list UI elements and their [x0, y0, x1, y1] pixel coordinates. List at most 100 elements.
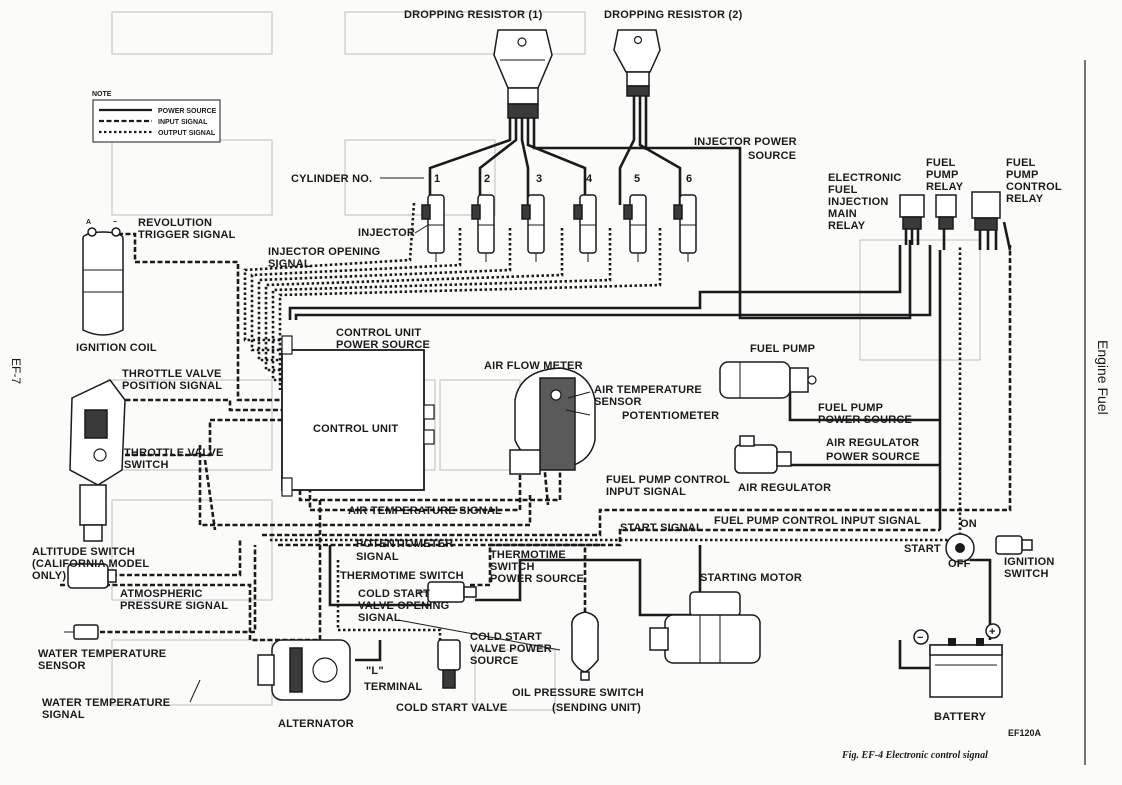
wiring — [60, 95, 1012, 670]
dropping-resistor-1 — [493, 29, 553, 119]
label-fuel-pump-relay-1: FUEL — [926, 157, 956, 169]
throttle-valve-switch — [69, 379, 126, 542]
label-tvp-1: THROTTLE VALVE — [122, 368, 222, 380]
label-fuel-pump-relay-2: PUMP — [926, 169, 959, 181]
label-starting-motor: STARTING MOTOR — [700, 572, 802, 584]
coil-a-label: A — [86, 219, 91, 226]
label-tt-power-2: SWITCH — [490, 561, 535, 573]
injector-6 — [673, 194, 697, 262]
label-fp-power-1: FUEL PUMP — [818, 402, 883, 414]
label-ign-off: OFF — [948, 558, 971, 570]
battery-minus-terminal — [913, 629, 929, 645]
label-fuel-pump: FUEL PUMP — [750, 343, 815, 355]
label-atmos-1: ATMOSPHERIC — [120, 588, 203, 600]
label-tvs-2: SWITCH — [124, 459, 169, 471]
label-altitude-1: ALTITUDE SWITCH — [32, 546, 135, 558]
label-oil-pressure-2: (SENDING UNIT) — [552, 702, 641, 714]
label-ar-power-1: AIR REGULATOR — [826, 437, 919, 449]
relays — [899, 191, 1012, 251]
label-tt-power-3: POWER SOURCE — [490, 573, 584, 585]
legend-title: NOTE — [92, 91, 112, 98]
injector-bank — [421, 194, 697, 262]
label-l-terminal-1: "L" — [366, 665, 384, 677]
label-pot-signal-1: POTENTIOMETER — [356, 538, 453, 550]
label-air-temp-sensor-2: SENSOR — [594, 396, 642, 408]
label-efi-4: MAIN — [828, 208, 857, 220]
label-ignition-switch-1: IGNITION — [1004, 556, 1055, 568]
label-cu-power-2: POWER SOURCE — [336, 339, 430, 351]
label-efi-5: RELAY — [828, 220, 866, 232]
label-battery: BATTERY — [934, 711, 987, 723]
ignition-coil: A − — [82, 219, 124, 336]
label-tt-power-1: THERMOTIME — [490, 549, 566, 561]
label-cs-power-1: COLD START — [470, 631, 542, 643]
label-dropping-resistor-1: DROPPING RESISTOR (1) — [404, 9, 543, 21]
label-fpc-input-2: FUEL PUMP CONTROL INPUT SIGNAL — [714, 515, 921, 527]
cylinder-num-4: 4 — [586, 173, 593, 185]
label-atmos-2: PRESSURE SIGNAL — [120, 600, 228, 612]
label-water-signal-1: WATER TEMPERATURE — [42, 697, 170, 709]
label-ign-start: START — [904, 543, 941, 555]
label-ignition-switch-2: SWITCH — [1004, 568, 1049, 580]
label-control-unit: CONTROL UNIT — [313, 423, 398, 435]
label-water-sensor-2: SENSOR — [38, 660, 86, 672]
label-fpc-relay-3: CONTROL — [1006, 181, 1062, 193]
leader-lines — [189, 177, 591, 703]
battery-minus-label: − — [917, 632, 924, 644]
label-water-sensor-1: WATER TEMPERATURE — [38, 648, 166, 660]
label-ign-on: ON — [960, 518, 977, 530]
label-injector-opening-2: SIGNAL — [268, 258, 311, 270]
fuel-pump-control-relay — [971, 191, 1012, 251]
label-fpc-relay-1: FUEL — [1006, 157, 1036, 169]
injector-5 — [623, 194, 647, 262]
label-revolution-2: TRIGGER SIGNAL — [138, 229, 236, 241]
injector-2 — [471, 194, 495, 262]
fuel-pump-relay — [935, 194, 957, 250]
legend-item-power: POWER SOURCE — [158, 108, 217, 115]
label-injector-opening-1: INJECTOR OPENING — [268, 246, 380, 258]
label-cold-start-valve: COLD START VALVE — [396, 702, 507, 714]
label-potentiometer: POTENTIOMETER — [622, 410, 719, 422]
control-unit-box — [281, 335, 435, 497]
label-alternator: ALTERNATOR — [278, 718, 354, 730]
label-air-temp-sensor-1: AIR TEMPERATURE — [594, 384, 702, 396]
label-water-signal-2: SIGNAL — [42, 709, 85, 721]
label-fp-power-2: POWER SOURCE — [818, 414, 912, 426]
label-cs-opening-3: SIGNAL — [358, 612, 401, 624]
label-ignition-coil: IGNITION COIL — [76, 342, 157, 354]
label-thermotime-switch: THERMOTIME SWITCH — [340, 570, 464, 582]
label-ar-power-2: POWER SOURCE — [826, 451, 920, 463]
label-pot-signal-2: SIGNAL — [356, 551, 399, 563]
label-air-temp-signal: AIR TEMPERATURE SIGNAL — [348, 505, 502, 517]
label-cs-power-2: VALVE POWER — [470, 643, 552, 655]
label-fuel-pump-relay-3: RELAY — [926, 181, 964, 193]
label-fpc-input-1a: FUEL PUMP CONTROL — [606, 474, 730, 486]
labels: DROPPING RESISTOR (1) DROPPING RESISTOR … — [32, 9, 1062, 761]
label-cs-power-3: SOURCE — [470, 655, 518, 667]
label-cs-opening-2: VALVE OPENING — [358, 600, 449, 612]
label-efi-2: FUEL — [828, 184, 858, 196]
alternator — [257, 639, 351, 701]
label-revolution-1: REVOLUTION — [138, 217, 212, 229]
injector-4 — [573, 194, 597, 262]
dropping-resistor-2 — [613, 29, 661, 97]
starting-motor — [649, 591, 761, 664]
label-efi-1: ELECTRONIC — [828, 172, 902, 184]
cylinder-num-1: 1 — [434, 173, 440, 185]
label-tvs-1: THROTTLE VALVE — [124, 447, 224, 459]
label-fpc-relay-2: PUMP — [1006, 169, 1039, 181]
label-air-flow-meter: AIR FLOW METER — [484, 360, 583, 372]
label-fpc-relay-4: RELAY — [1006, 193, 1044, 205]
label-injector-power-1: INJECTOR POWER — [694, 136, 797, 148]
fuel-pump — [719, 361, 817, 399]
label-altitude-2: (CALIFORNIA MODEL — [32, 558, 149, 570]
figure-code: EF120A — [1008, 728, 1042, 738]
battery: − + — [913, 623, 1003, 698]
label-oil-pressure-1: OIL PRESSURE SWITCH — [512, 687, 644, 699]
legend-item-input: INPUT SIGNAL — [158, 119, 208, 126]
coil-terminal-a — [87, 227, 97, 237]
injector-1 — [421, 194, 445, 262]
legend-item-output: OUTPUT SIGNAL — [158, 130, 216, 137]
page-number: EF-7 — [9, 358, 23, 384]
